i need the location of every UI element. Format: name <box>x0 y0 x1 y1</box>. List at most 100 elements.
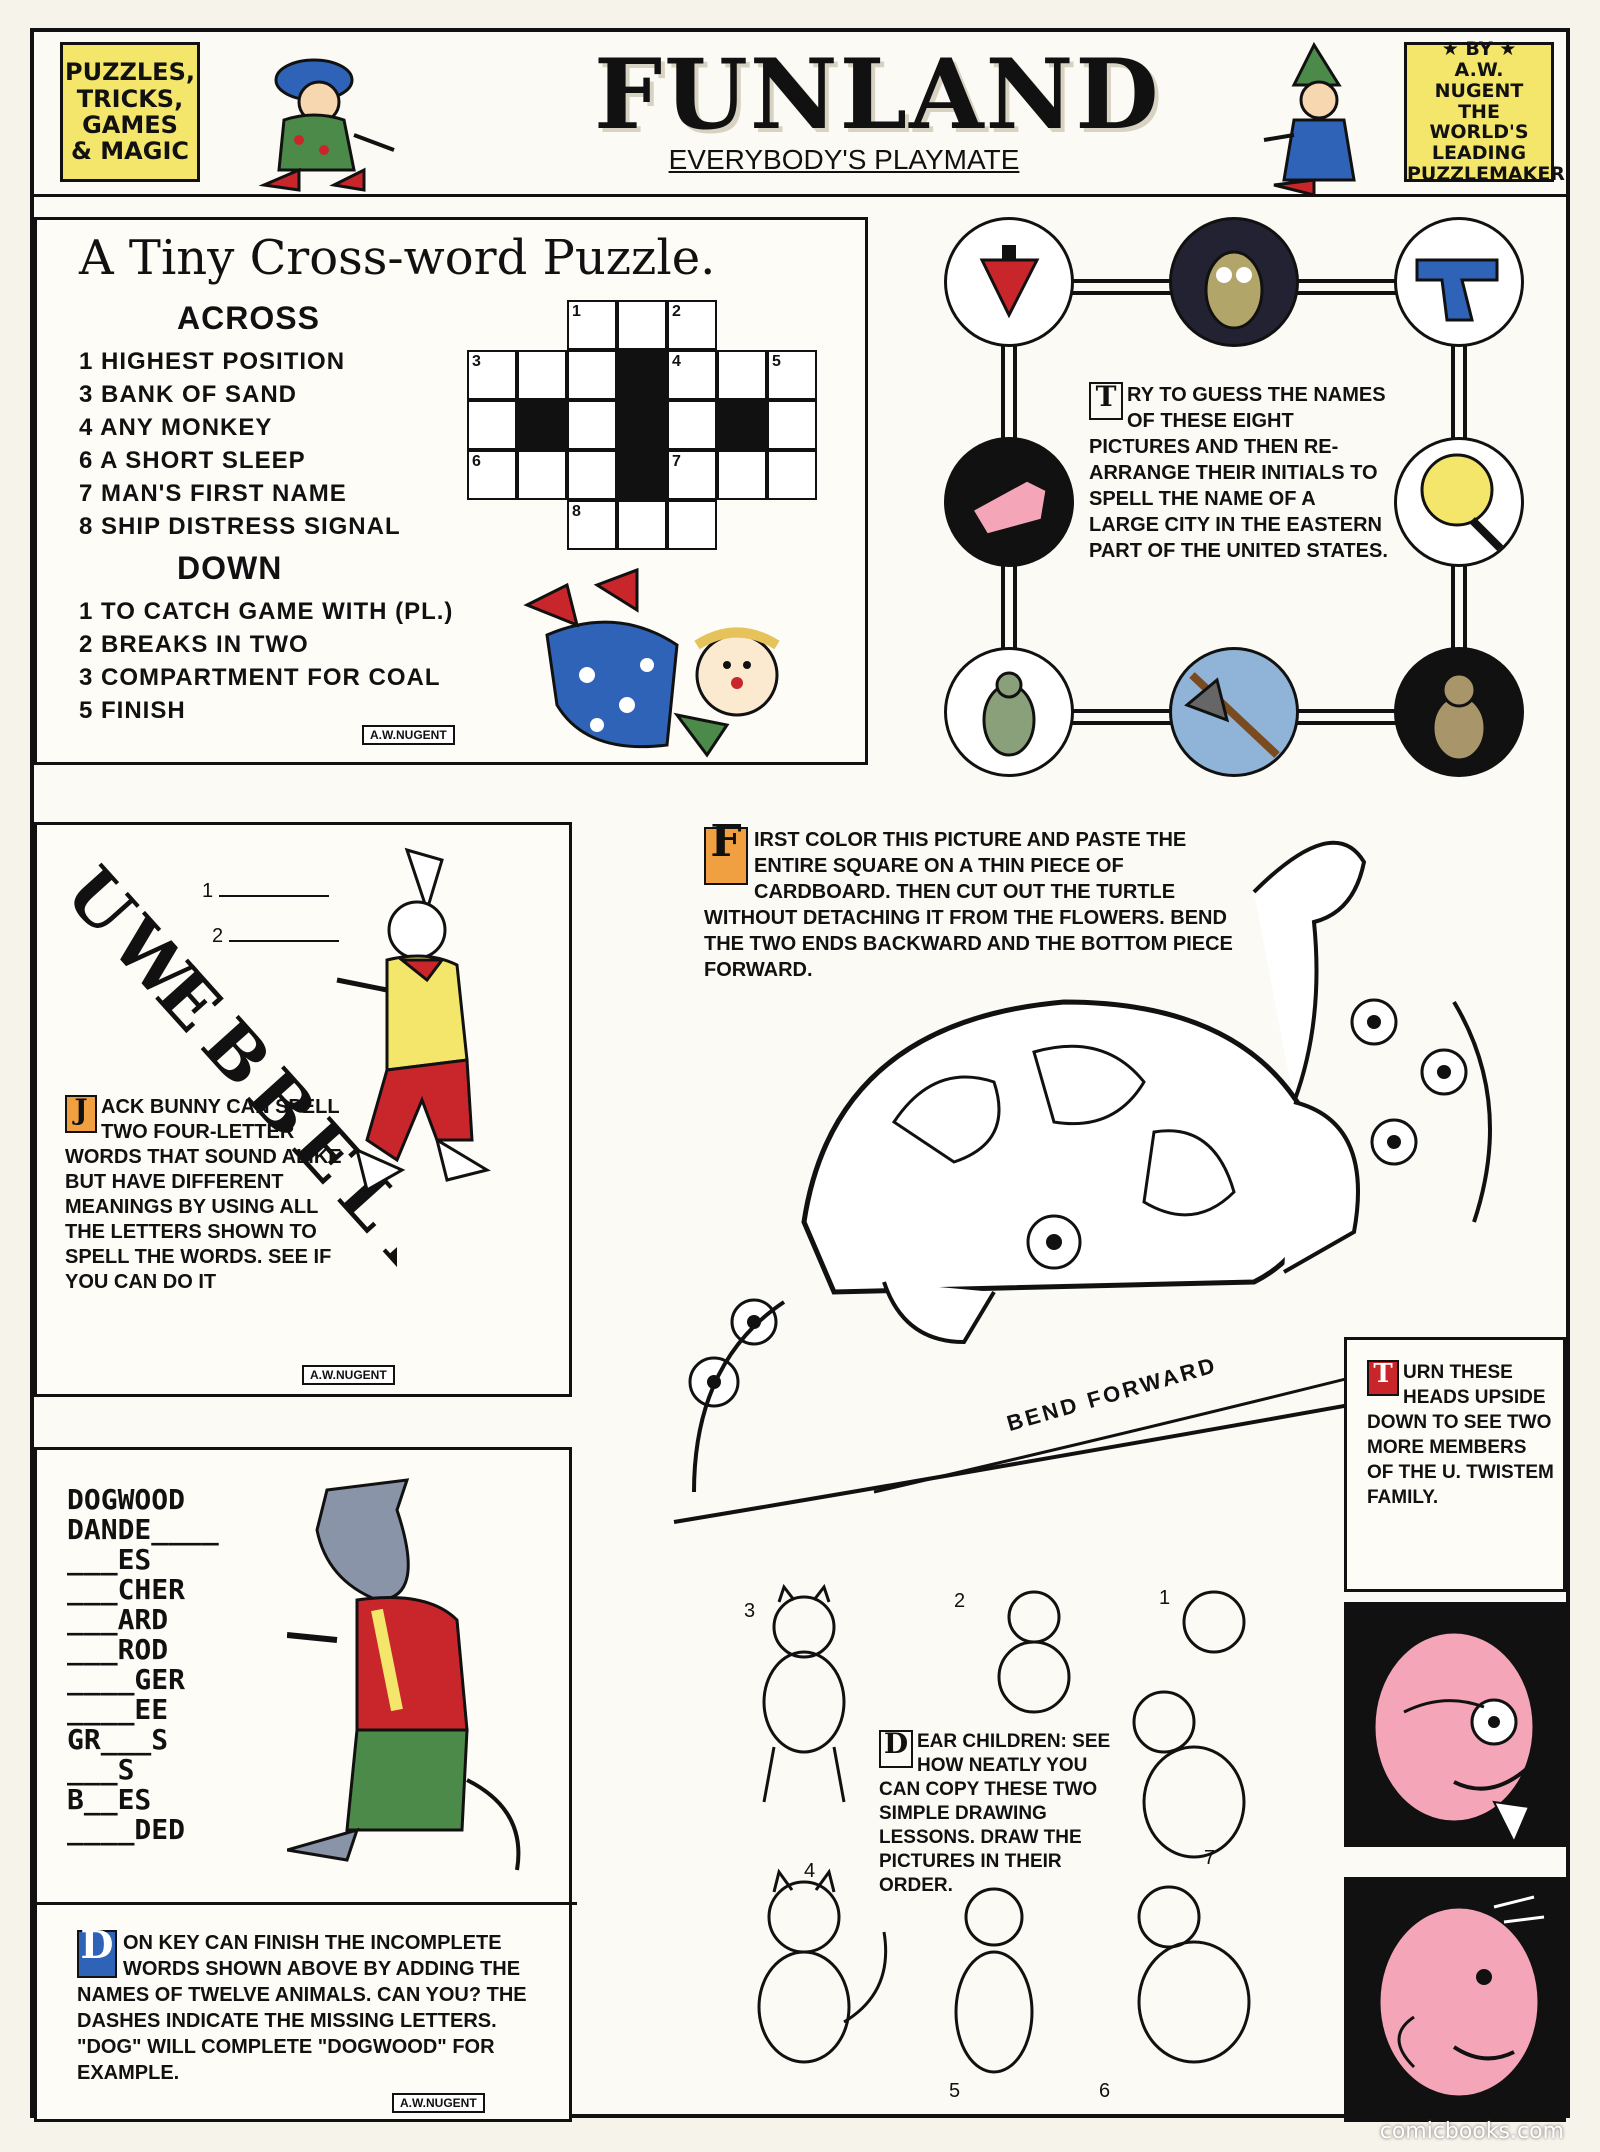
right-box-line: LEADING <box>1431 142 1527 165</box>
grid-cell[interactable] <box>667 500 717 550</box>
grid-cell[interactable]: 7 <box>667 450 717 500</box>
donkey-word: B__ES <box>67 1783 152 1816</box>
step-number-3: 3 <box>744 1600 756 1622</box>
bunny-text: J ACK BUNNY CAN SPELL TWO FOUR-LETTER WO… <box>65 1095 345 1295</box>
drawing-dropcap: D <box>879 1730 913 1768</box>
heads-text-panel: T URN THESE HEADS UPSIDE DOWN TO SEE TWO… <box>1344 1337 1566 1592</box>
drawing-text: D EAR CHILDREN: SEE HOW NEATLY YOU CAN C… <box>879 1730 1129 1898</box>
donkey-divider <box>37 1902 577 1905</box>
clown-left-illustration <box>258 58 395 192</box>
step-number-7: 7 <box>1204 1847 1216 1869</box>
header-right-box: ★ BY ★ A.W. NUGENT THE WORLD'S LEADING P… <box>1404 38 1565 185</box>
old-man-head-2 <box>1344 1877 1566 2122</box>
grid-cell[interactable] <box>567 400 617 450</box>
turtle-dropcap: F <box>704 820 748 885</box>
donkey-word: GR___S <box>67 1723 169 1756</box>
donkey-word: DOGWOOD <box>67 1483 186 1516</box>
donkey-word: ___ES <box>67 1543 152 1576</box>
grid-cell[interactable]: 1 <box>567 300 617 350</box>
down-heading: DOWN <box>177 550 283 586</box>
blank-number: 2 <box>212 925 224 947</box>
down-clue: 2 BREAKS IN TWO <box>79 631 309 658</box>
across-clue: 4 ANY MONKEY <box>79 414 273 441</box>
down-clue: 3 COMPARTMENT FOR COAL <box>79 664 441 691</box>
clown-upside-down-illustration <box>523 567 780 758</box>
donkey-word: ____GER <box>67 1663 186 1696</box>
across-clue: 1 HIGHEST POSITION <box>79 348 346 375</box>
cell-number: 8 <box>572 503 581 520</box>
donkey-dropcap: D <box>77 1926 117 1978</box>
grid-cell-black <box>617 400 667 450</box>
down-clue: 1 TO CATCH GAME WITH (PL.) <box>79 598 454 625</box>
right-box-line: THE WORLD'S <box>1429 100 1529 144</box>
cell-number: 2 <box>672 303 681 320</box>
donkey-word: ____DED <box>67 1813 186 1846</box>
grid-cell[interactable]: 5 <box>767 350 817 400</box>
grid-cell[interactable] <box>567 450 617 500</box>
grid-cell[interactable] <box>617 500 667 550</box>
grid-cell[interactable]: 2 <box>667 300 717 350</box>
magician-right-illustration <box>1263 41 1356 197</box>
grid-cell[interactable] <box>717 450 767 500</box>
step-number-2: 2 <box>954 1590 966 1612</box>
grid-cell-black <box>617 450 667 500</box>
cell-number: 7 <box>672 453 681 470</box>
left-box-line: & MAGIC <box>71 137 189 166</box>
grid-cell[interactable]: 6 <box>467 450 517 500</box>
grid-cell[interactable] <box>467 400 517 450</box>
grid-cell[interactable]: 4 <box>667 350 717 400</box>
turtle-body: IRST COLOR THIS PICTURE AND PASTE THE EN… <box>704 829 1233 981</box>
down-clue: 5 FINISH <box>79 697 186 724</box>
across-heading: ACROSS <box>177 300 320 336</box>
donkey-word: DANDE____ <box>67 1513 219 1546</box>
grid-cell-black <box>517 400 567 450</box>
heads-text: T URN THESE HEADS UPSIDE DOWN TO SEE TWO… <box>1367 1360 1557 1510</box>
bunny-body: ACK BUNNY CAN SPELL TWO FOUR-LETTER WORD… <box>65 1096 342 1293</box>
crossword-credit: A.W.NUGENT <box>362 725 455 745</box>
grid-cell[interactable] <box>517 350 567 400</box>
cell-number: 6 <box>472 453 481 470</box>
answer-blank-2[interactable]: 2 <box>212 925 339 948</box>
grid-cell[interactable]: 8 <box>567 500 617 550</box>
bunny-dropcap: J <box>65 1095 97 1133</box>
grid-cell[interactable] <box>717 350 767 400</box>
turtle-illustration <box>673 840 1535 1524</box>
bunny-credit: A.W.NUGENT <box>302 1365 395 1385</box>
donkey-credit: A.W.NUGENT <box>392 2093 485 2113</box>
grid-cell[interactable] <box>517 450 567 500</box>
across-clue: 3 BANK OF SAND <box>79 381 298 408</box>
step-number-4: 4 <box>804 1860 816 1882</box>
blank-number: 1 <box>202 880 214 902</box>
comic-page: PUZZLES, TRICKS, GAMES & MAGIC FUNLAND E… <box>30 28 1570 2122</box>
header-left-box: PUZZLES, TRICKS, GAMES & MAGIC <box>60 42 200 182</box>
across-clue: 7 MAN'S FIRST NAME <box>79 480 347 507</box>
step-number-1: 1 <box>1159 1587 1171 1609</box>
donkey-word: ____EE <box>67 1693 169 1726</box>
grid-cell-black <box>617 350 667 400</box>
guess-dropcap: T <box>1089 382 1123 420</box>
across-clues: 1 HIGHEST POSITION 3 BANK OF SAND 4 ANY … <box>79 345 479 543</box>
grid-cell[interactable]: 3 <box>467 350 517 400</box>
spinning-top-circle <box>944 217 1074 347</box>
crossword-panel: A Tiny Cross-word Puzzle. ACROSS 1 HIGHE… <box>34 217 868 765</box>
grid-cell[interactable] <box>667 400 717 450</box>
grid-cell[interactable] <box>617 300 667 350</box>
turtle-panel: F IRST COLOR THIS PICTURE AND PASTE THE … <box>634 802 1554 1572</box>
guess-body: RY TO GUESS THE NAMES OF THESE EIGHT PIC… <box>1089 384 1388 562</box>
cell-number: 3 <box>472 353 481 370</box>
cell-number: 5 <box>772 353 781 370</box>
crossword-title: A Tiny Cross-word Puzzle. <box>79 230 716 286</box>
grid-cell[interactable] <box>767 400 817 450</box>
heads-body: URN THESE HEADS UPSIDE DOWN TO SEE TWO M… <box>1367 1362 1554 1508</box>
page-title: FUNLAND <box>594 38 1161 151</box>
grid-cell[interactable] <box>567 350 617 400</box>
donkey-panel: DOGWOOD DANDE____ ___ES ___CHER ___ARD _… <box>34 1447 577 2122</box>
donkey-word: ___ROD <box>67 1633 169 1666</box>
answer-blank-1[interactable]: 1 <box>202 880 329 903</box>
page-subtitle: EVERYBODY'S PLAYMATE <box>668 144 1020 175</box>
left-box-line: PUZZLES, <box>65 58 195 87</box>
watermark: comicbooks.com <box>1379 2119 1564 2144</box>
donkey-word-list: DOGWOOD DANDE____ ___ES ___CHER ___ARD _… <box>67 1485 219 1845</box>
grid-cell[interactable] <box>767 450 817 500</box>
drawing-figures <box>757 1583 1251 2074</box>
